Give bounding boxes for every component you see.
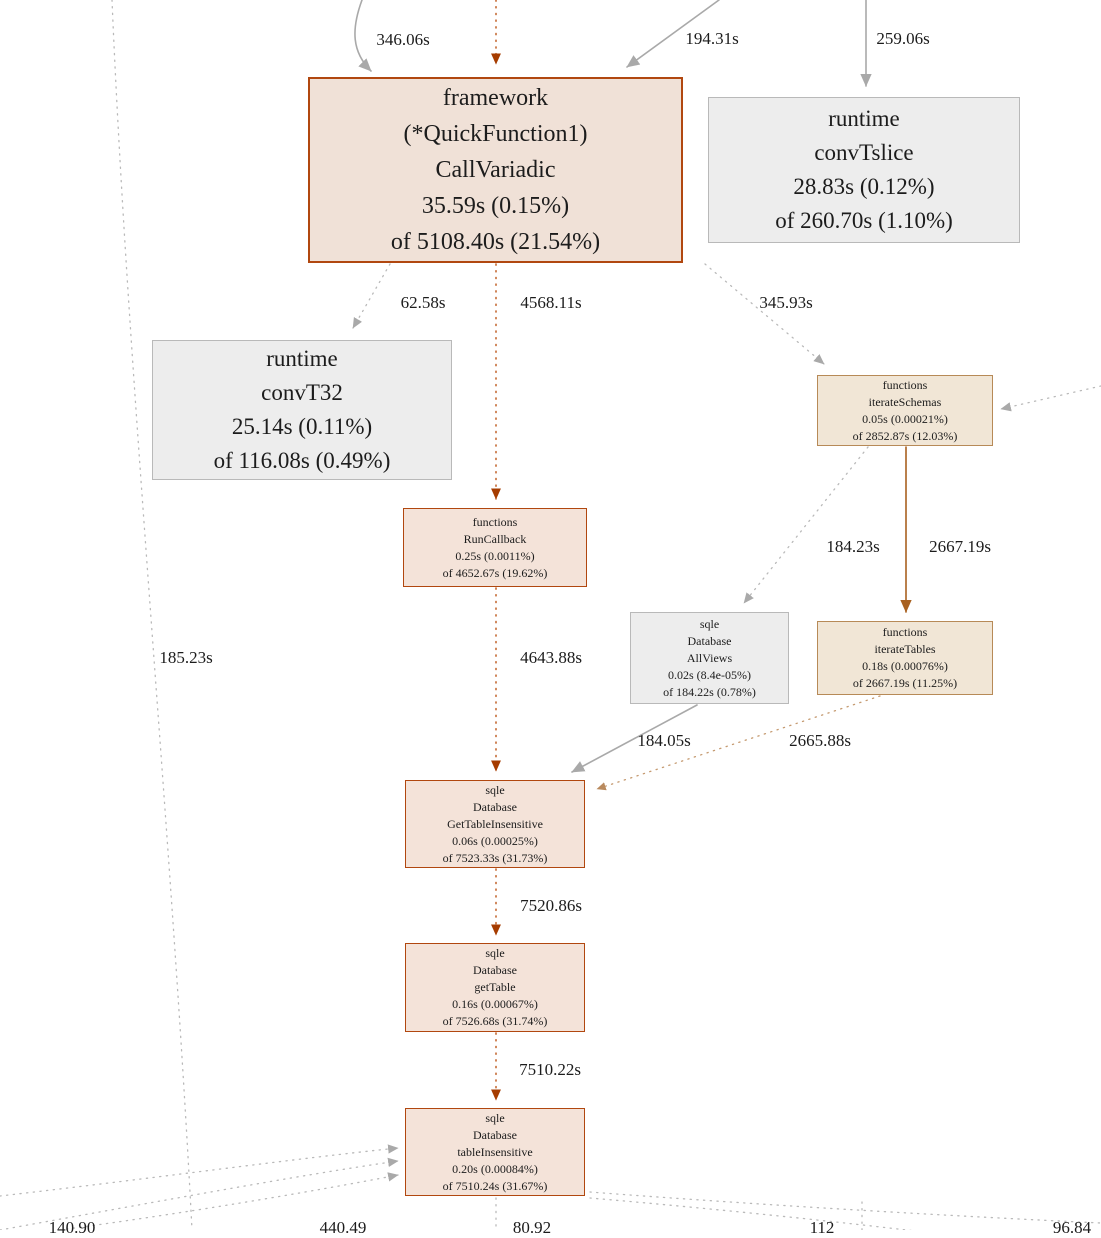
edge-into-framework-diag (626, 0, 720, 68)
node-line: runtime (266, 346, 338, 371)
node-line: convT32 (261, 380, 343, 405)
node-line: 0.02s (8.4e-05%) (668, 667, 751, 682)
node-line: of 5108.40s (21.54%) (390, 229, 601, 255)
node-line: of 184.22s (0.78%) (663, 684, 756, 699)
node-line: 25.14s (0.11%) (231, 414, 373, 439)
node-line: functions (472, 514, 518, 529)
edge-bottomleft-1 (0, 1144, 399, 1197)
edge-bottomright-2 (589, 1197, 913, 1230)
node-line: of 2852.87s (12.03%) (852, 428, 958, 443)
node-line: GetTableInsensitive (447, 816, 543, 831)
node-line: iterateSchemas (868, 394, 942, 409)
node-line: of 7523.33s (31.73%) (442, 850, 548, 865)
node-line: 0.18s (0.00076%) (862, 659, 948, 673)
edge-label: 259.06s (876, 29, 930, 48)
node-line: 0.05s (0.00021%) (862, 411, 948, 426)
node-line: sqle (485, 782, 505, 797)
node-line: of 7526.68s (31.74%) (442, 1014, 548, 1028)
node-line: iterateTables (874, 642, 936, 656)
node-line: of 7510.24s (31.67%) (442, 1178, 548, 1193)
node-line: CallVariadic (435, 157, 556, 183)
edge-label-clipped: 96.84 (1052, 1218, 1092, 1237)
edge-label-clipped: 440.49 (319, 1218, 367, 1237)
node-line: (*QuickFunction1) (403, 121, 588, 147)
node-line: sqle (485, 1110, 505, 1125)
node-line: 0.06s (0.00025%) (452, 833, 538, 848)
edge-long-left (111, 0, 193, 1230)
node-sqle-database-gettableinsensitive[interactable]: sqle Database GetTableInsensitive 0.06s … (405, 780, 585, 868)
edge-label-clipped: 112 (809, 1218, 835, 1237)
edge-iteratetables-gti (596, 695, 881, 791)
edge-label: 7520.86s (520, 896, 582, 915)
node-sqle-database-allviews[interactable]: sqle Database AllViews 0.02s (8.4e-05%) … (630, 612, 789, 704)
node-line: Database (687, 633, 732, 648)
edge-framework-iterateschemas (704, 263, 825, 365)
edge-label: 2667.19s (929, 537, 991, 556)
node-line: sqle (485, 946, 505, 960)
node-line: Database (473, 799, 517, 814)
edge-label-clipped: 80.92 (512, 1218, 552, 1237)
edge-label: 62.58s (400, 293, 446, 312)
node-line: Database (473, 963, 517, 977)
node-line: 0.25s (0.0011%) (455, 548, 535, 563)
node-functions-iteratetables[interactable]: functions iterateTables 0.18s (0.00076%)… (817, 621, 993, 695)
edge-label: 346.06s (376, 30, 430, 49)
node-line: 35.59s (0.15%) (421, 193, 570, 219)
node-framework-callvariadic[interactable]: framework (*QuickFunction1) CallVariadic… (308, 77, 683, 263)
node-line: of 116.08s (0.49%) (213, 448, 391, 473)
edge-iterateschemas-allviews (743, 446, 869, 604)
edge-label: 4643.88s (520, 648, 582, 667)
edge-label: 4568.11s (520, 293, 582, 312)
node-line: Database (473, 1127, 517, 1142)
node-line: RunCallback (463, 531, 527, 546)
node-runtime-convtslice[interactable]: runtime convTslice 28.83s (0.12%) of 260… (708, 97, 1020, 243)
node-line: 28.83s (0.12%) (793, 174, 935, 199)
node-line: of 4652.67s (19.62%) (442, 565, 548, 580)
node-line: of 260.70s (1.10%) (775, 208, 953, 233)
node-line: getTable (474, 980, 516, 994)
edge-label: 7510.22s (519, 1060, 581, 1079)
edge-label-clipped: 140.90 (48, 1218, 96, 1237)
edge-bottomright-1 (589, 1191, 1101, 1224)
node-line: 0.16s (0.00067%) (452, 997, 538, 1011)
edge-label: 2665.88s (789, 731, 851, 750)
edge-allviews-gti (571, 704, 698, 773)
node-runtime-convt32[interactable]: runtime convT32 25.14s (0.11%) of 116.08… (152, 340, 452, 480)
edge-label: 345.93s (759, 293, 813, 312)
node-sqle-database-gettable[interactable]: sqle Database getTable 0.16s (0.00067%) … (405, 943, 585, 1032)
node-line: AllViews (686, 650, 733, 665)
edge-bottomleft-2 (0, 1157, 399, 1230)
node-line: sqle (699, 616, 720, 631)
node-functions-iterateschemas[interactable]: functions iterateSchemas 0.05s (0.00021%… (817, 375, 993, 446)
edge-framework-convt32 (352, 263, 391, 329)
node-line: functions (882, 377, 928, 392)
node-functions-runcallback[interactable]: functions RunCallback 0.25s (0.0011%) of… (403, 508, 587, 587)
node-line: runtime (828, 106, 900, 131)
edge-into-framework-curve (354, 0, 372, 72)
edge-label: 185.23s (159, 648, 213, 667)
edge-right-iterateschemas (1000, 385, 1101, 412)
node-line: convTslice (814, 140, 914, 165)
node-line: functions (882, 625, 928, 639)
node-line: 0.20s (0.00084%) (452, 1161, 538, 1176)
edge-bottomleft-3 (59, 1172, 399, 1230)
node-sqle-database-tableinsensitive[interactable]: sqle Database tableInsensitive 0.20s (0.… (405, 1108, 585, 1196)
node-line: tableInsensitive (457, 1144, 533, 1159)
edge-label: 194.31s (685, 29, 739, 48)
edge-label: 184.23s (826, 537, 880, 556)
node-line: of 2667.19s (11.25%) (852, 676, 958, 690)
node-line: framework (442, 85, 549, 111)
edge-label: 184.05s (637, 731, 691, 750)
